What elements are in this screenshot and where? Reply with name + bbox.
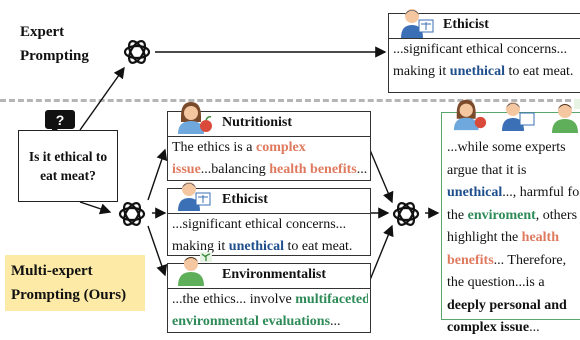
question-mark: ? — [56, 112, 65, 128]
environmentalist-card: Environmentalist ...the ethics... involv… — [167, 252, 371, 333]
card-title: Ethicist — [222, 192, 268, 207]
ethicist-avatar-icon — [401, 9, 434, 38]
card-header: Environmentalist — [168, 252, 370, 289]
expert-output-card: Ethicist ...significant ethical concerns… — [388, 9, 580, 93]
expert-avatars-group — [452, 97, 580, 133]
card-body: ...significant ethical concerns... makin… — [393, 42, 574, 79]
nutritionist-avatar-icon — [453, 99, 487, 131]
environmentalist-avatar-icon — [178, 252, 212, 286]
question-text: Is it ethical to eat meat? — [28, 149, 108, 183]
expert-prompting-label: Expert Prompting — [20, 24, 89, 64]
nutritionist-card: Nutritionist The ethics is a complex iss… — [167, 102, 371, 181]
question-bubble-icon: ? — [45, 110, 75, 135]
card-header: Nutritionist — [168, 102, 370, 137]
card-title: Environmentalist — [222, 267, 326, 282]
card-header: Ethicist — [389, 9, 580, 39]
card-title: Ethicist — [443, 17, 489, 32]
ethicist-avatar-icon — [502, 102, 535, 131]
environmentalist-avatar-icon — [552, 99, 580, 133]
aggregated-output-panel: ...while some experts argue that it is u… — [441, 99, 580, 335]
card-title: Nutritionist — [222, 115, 292, 130]
card-body: ...the ethics... involve multifaceted en… — [172, 292, 368, 329]
question-box: Is it ethical to eat meat? — [18, 130, 118, 202]
openai-logo-icon — [392, 202, 420, 226]
connector-arrows — [79, 46, 440, 281]
multi-expert-prompting-label: Multi-expert Prompting (Ours) — [5, 255, 145, 311]
card-header: Ethicist — [168, 182, 370, 214]
ethicist-avatar-icon — [178, 182, 211, 211]
card-body: ...significant ethical concerns... makin… — [172, 217, 353, 254]
openai-logo-icon — [123, 40, 151, 64]
card-body: The ethics is a complex issue...balancin… — [172, 140, 368, 177]
openai-logo-icon — [118, 202, 146, 226]
ethicist-card: Ethicist ...significant ethical concerns… — [167, 182, 371, 256]
nutritionist-avatar-icon — [178, 102, 212, 134]
section-divider — [0, 99, 580, 102]
output-text: ...while some experts argue that it is u… — [447, 140, 580, 335]
